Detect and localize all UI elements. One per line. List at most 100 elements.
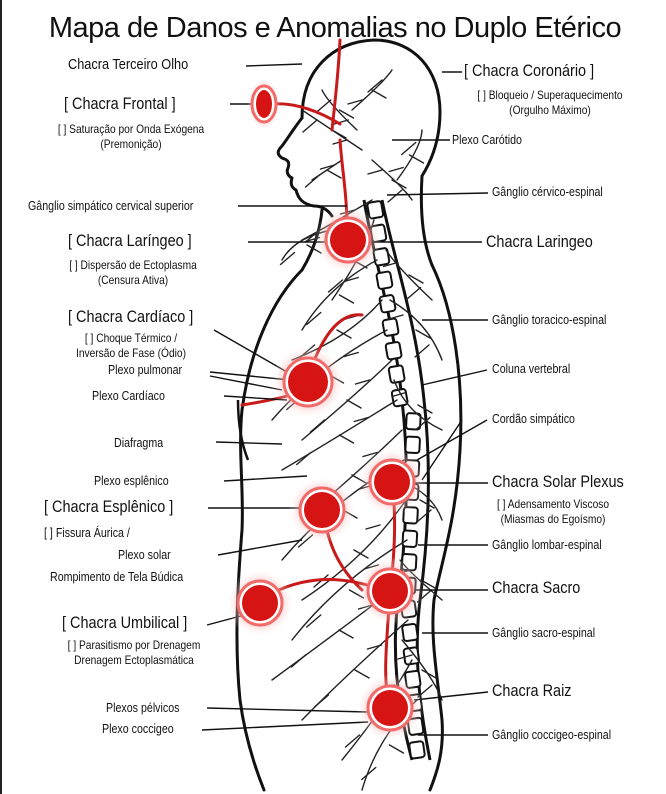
label-plexo-solar: Plexo solar <box>118 548 171 562</box>
label-chacra-esplenico: [ Chacra Esplênico ] <box>44 498 173 517</box>
label-chacra-frontal: [ Chacra Frontal ] <box>64 95 176 114</box>
label-ganglio-cervico-espinal: Gânglio cérvico-espinal <box>492 185 603 199</box>
label-chacra-solar-plexus: Chacra Solar Plexus <box>492 473 624 492</box>
chakra-sacro-core <box>372 573 408 609</box>
nerve-twig <box>407 288 421 300</box>
chakra-laringeo-core <box>330 222 366 258</box>
chakra-frontal-core <box>256 90 272 118</box>
vertebra <box>402 624 418 642</box>
label-plexo-pulmonar: Plexo pulmonar <box>108 363 182 377</box>
nerve-twig <box>340 295 354 303</box>
umbilical-note-line1: [ ] Parasitismo por Drenagem <box>41 638 228 653</box>
cardiaco-note-line2: Inversão de Fase (Ódio) <box>42 346 221 361</box>
nerve-twig <box>390 745 404 753</box>
laringeo-anomaly-note: [ ] Dispersão de Ectoplasma (Censura Ati… <box>44 258 223 288</box>
label-ganglio-lombar-espinal: Gânglio lombar-espinal <box>492 538 602 552</box>
vertebra <box>379 295 396 313</box>
nerve-twig <box>355 670 369 678</box>
chakra-solar <box>358 448 426 516</box>
label-ganglio-sacro-espinal: Gânglio sacro-espinal <box>492 626 595 640</box>
label-chacra-umbilical: [ Chacra Umbilical ] <box>62 614 187 633</box>
laringeo-note-line1: [ ] Dispersão de Ectoplasma <box>44 258 223 273</box>
label-rompimento-tela-budica: Rompimento de Tela Búdica <box>50 570 183 584</box>
coronario-note-line1: [ ] Bloqueio / Superaquecimento <box>458 88 642 103</box>
frontal-note-line2: (Premonição) <box>42 137 221 152</box>
nerve-twig <box>303 120 317 132</box>
chakra-cardiaco <box>271 345 346 420</box>
nerve-twig <box>339 630 353 638</box>
coronario-anomaly-note: [ ] Bloqueio / Superaquecimento (Orgulho… <box>458 88 642 118</box>
nerve-twig <box>340 435 354 443</box>
chakra-solar-core <box>374 464 410 500</box>
esplenico-note: [ ] Fissura Áurica / <box>44 526 130 540</box>
nerve-twig <box>332 130 346 138</box>
coronario-note-line2: (Orgulho Máximo) <box>458 103 642 118</box>
nerve-twig <box>368 80 382 92</box>
vertebra <box>382 318 399 336</box>
cardiaco-note-line1: [ ] Choque Térmico / <box>42 331 221 346</box>
chakra-raiz-core <box>372 690 408 726</box>
chakra-laringeo <box>314 206 382 274</box>
vertebra <box>385 342 402 360</box>
nerve-twig <box>327 170 341 178</box>
label-ganglio-coccigeo-espinal: Gânglio coccigeo-espinal <box>492 728 611 742</box>
umbilical-anomaly-note: [ ] Parasitismo por Drenagem Drenagem Ec… <box>41 638 228 668</box>
chakra-raiz <box>356 674 424 742</box>
nerve-twig <box>306 175 320 187</box>
label-chacra-terceiro-olho: Chacra Terceiro Olho <box>68 57 188 74</box>
vertebra <box>405 436 420 453</box>
nerve-twig <box>317 100 331 112</box>
vertebra <box>402 530 417 547</box>
nerve-twig <box>402 143 416 155</box>
label-diafragma: Diafragma <box>114 436 163 450</box>
nerve-twig <box>368 170 382 174</box>
solar-note-line1: [ ] Adensamento Viscoso <box>464 497 643 512</box>
label-ganglio-toracico-espinal: Gânglio toracico-espinal <box>492 313 606 327</box>
chakra-umbilical <box>226 569 294 637</box>
laringeo-note-line2: (Censura Ativa) <box>44 273 223 288</box>
vertebra <box>409 741 425 759</box>
nerve-twig <box>311 420 325 432</box>
nerve-twig <box>392 180 406 188</box>
page-title: Mapa de Danos e Anomalias no Duplo Etéri… <box>2 12 666 45</box>
label-cordao-simpatico: Cordão simpático <box>492 412 575 426</box>
label-plexo-cardiaco: Plexo Cardíaco <box>92 389 165 403</box>
nerve-twig <box>368 645 382 649</box>
label-chacra-sacro: Chacra Sacro <box>492 579 580 598</box>
label-chacra-laringeo-left: [ Chacra Laríngeo ] <box>68 232 192 251</box>
nerve-twig <box>297 453 311 465</box>
solar-anomaly-note: [ ] Adensamento Viscoso (Miasmas do Egoí… <box>464 497 643 527</box>
label-chacra-raiz: Chacra Raiz <box>492 682 572 701</box>
nerve-twig <box>292 655 306 667</box>
label-chacra-cardiaco: [ Chacra Cardíaco ] <box>68 308 193 327</box>
nerve-twig <box>372 90 386 98</box>
nerve-twig <box>366 525 380 529</box>
vertebra <box>388 365 405 383</box>
nerve-twig <box>389 168 403 172</box>
label-chacra-laringeo-right: Chacra Laringeo <box>486 233 593 252</box>
nerve-twig <box>388 190 402 202</box>
chakra-esplenico <box>288 476 356 544</box>
chakra-cardiaco-core <box>288 362 328 402</box>
cardiaco-anomaly-note: [ ] Choque Térmico / Inversão de Fase (Ó… <box>42 331 221 361</box>
nerve-twig <box>347 400 361 408</box>
chakra-esplenico-core <box>304 492 340 528</box>
label-coluna-vertebral: Coluna vertebral <box>492 362 570 376</box>
body-outline <box>237 40 461 790</box>
label-plexo-esplenico: Plexo esplênico <box>94 474 169 488</box>
frontal-note-line1: [ ] Saturação por Onda Exógena <box>42 122 221 137</box>
label-chacra-coronario: [ Chacra Coronário ] <box>464 62 594 81</box>
label-plexos-pelvicos: Plexos pélvicos <box>106 701 179 715</box>
chakra-sacro <box>356 557 424 625</box>
vertebra <box>376 271 393 289</box>
solar-note-line2: (Miasmas do Egoísmo) <box>464 512 643 527</box>
label-ganglio-cervical-superior: Gânglio simpático cervical superior <box>28 199 193 213</box>
nerve-twig <box>329 280 343 292</box>
chakra-umbilical-core <box>242 585 278 621</box>
umbilical-note-line2: Drenagem Ectoplasmática <box>41 653 228 668</box>
frontal-anomaly-note: [ ] Saturação por Onda Exógena (Premoniç… <box>42 122 221 152</box>
chakra-frontal <box>247 77 281 131</box>
nerve-twig <box>315 695 329 707</box>
nerve-twig <box>422 670 436 678</box>
